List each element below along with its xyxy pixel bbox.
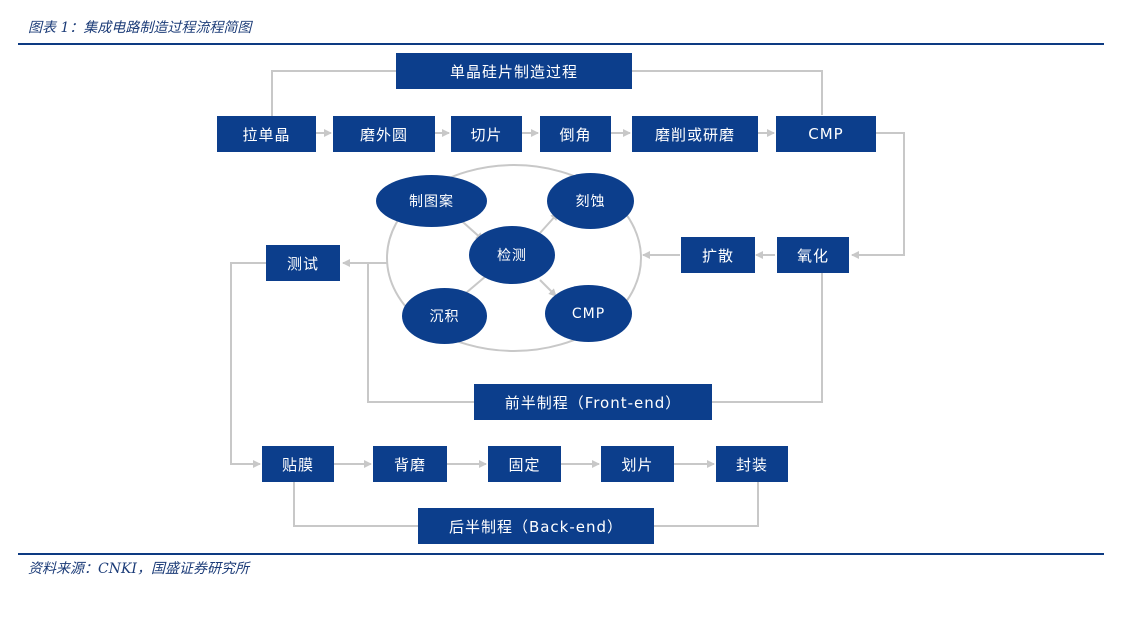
step-backgrind: 背磨 bbox=[373, 446, 447, 482]
step-grind-polish: 磨削或研磨 bbox=[632, 116, 758, 152]
cycle-deposition: 沉积 bbox=[402, 288, 487, 344]
bottom-rule bbox=[18, 553, 1104, 555]
step-cmp-wafer: CMP bbox=[776, 116, 876, 152]
step-tape: 贴膜 bbox=[262, 446, 334, 482]
step-test: 测试 bbox=[266, 245, 340, 281]
cycle-patterning: 制图案 bbox=[376, 175, 487, 227]
step-dicing: 划片 bbox=[601, 446, 674, 482]
step-oxidation: 氧化 bbox=[777, 237, 849, 273]
cycle-etching: 刻蚀 bbox=[547, 173, 634, 229]
figure-caption: 图表 1：集成电路制造过程流程简图 bbox=[28, 20, 252, 36]
source-caption: 资料来源：CNKI，国盛证券研究所 bbox=[28, 561, 249, 577]
step-pull-crystal: 拉单晶 bbox=[217, 116, 316, 152]
wafer-stage-title: 单晶硅片制造过程 bbox=[396, 53, 632, 89]
step-grind-outer: 磨外圆 bbox=[333, 116, 435, 152]
front-end-title: 前半制程（Front-end） bbox=[474, 384, 712, 420]
cycle-cmp: CMP bbox=[545, 285, 632, 342]
step-diffusion: 扩散 bbox=[681, 237, 755, 273]
top-rule bbox=[18, 43, 1104, 45]
cycle-inspection: 检测 bbox=[469, 226, 555, 284]
step-packaging: 封装 bbox=[716, 446, 788, 482]
step-slice: 切片 bbox=[451, 116, 522, 152]
step-chamfer: 倒角 bbox=[540, 116, 611, 152]
back-end-title: 后半制程（Back-end） bbox=[418, 508, 654, 544]
step-die-attach: 固定 bbox=[488, 446, 561, 482]
